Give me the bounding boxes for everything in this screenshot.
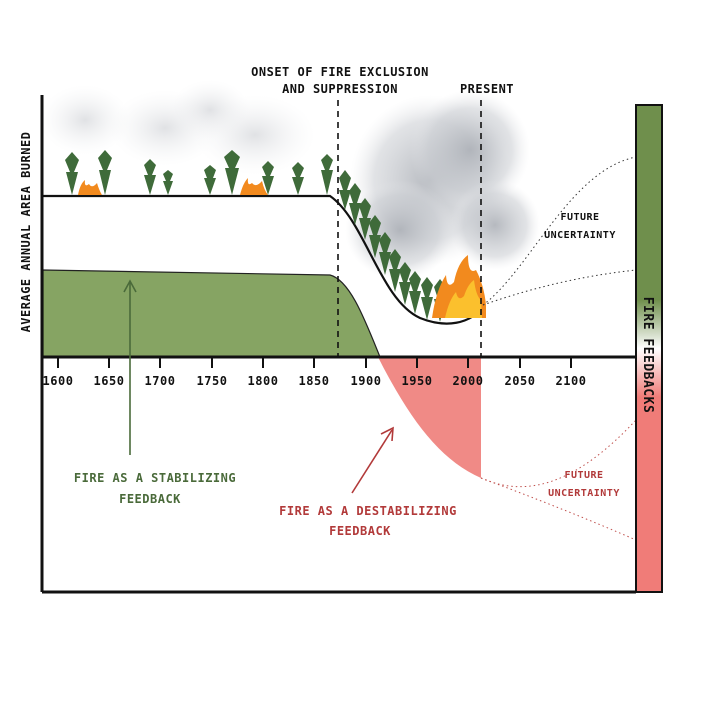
onset-label-line1: ONSET OF FIRE EXCLUSION <box>251 65 429 79</box>
tick-2000: 2000 <box>453 374 484 388</box>
stabilizing-label: FIRE AS A STABILIZING FEEDBACK <box>74 471 236 506</box>
diagram-frame <box>40 95 636 594</box>
tick-1700: 1700 <box>145 374 176 388</box>
present-smoke <box>345 90 540 280</box>
present-flames <box>432 255 486 318</box>
future-top-line2: UNCERTAINTY <box>544 230 616 241</box>
future-bottom-line2: UNCERTAINTY <box>548 488 620 499</box>
onset-annotation: ONSET OF FIRE EXCLUSION AND SUPPRESSION <box>251 65 429 96</box>
y-axis-label: AVERAGE ANNUAL AREA BURNED <box>19 132 33 333</box>
fire-feedback-bar <box>635 104 663 593</box>
historical-smoke <box>40 80 315 175</box>
stabilizing-arrow <box>123 279 137 455</box>
destabilizing-line2: FEEDBACK <box>329 524 391 538</box>
area-burned-curve <box>43 194 486 325</box>
stabilizing-area <box>42 269 381 358</box>
destabilizing-area <box>378 357 481 478</box>
onset-label-line2: AND SUPPRESSION <box>282 82 398 96</box>
future-uncertainty-top <box>482 156 637 306</box>
tick-1950: 1950 <box>402 374 433 388</box>
future-top-line1: FUTURE <box>560 212 599 223</box>
tick-2050: 2050 <box>505 374 536 388</box>
year-tick-labels: 1600 1650 1700 1750 1800 1850 1900 1950 … <box>43 374 587 388</box>
tick-2100: 2100 <box>556 374 587 388</box>
year-ticks <box>57 357 572 368</box>
stabilizing-line1: FIRE AS A STABILIZING <box>74 471 236 485</box>
tick-1650: 1650 <box>94 374 125 388</box>
tick-1750: 1750 <box>197 374 228 388</box>
tick-1800: 1800 <box>248 374 279 388</box>
destabilizing-label: FIRE AS A DESTABILIZING FEEDBACK <box>279 504 457 538</box>
destabilizing-arrow <box>351 426 394 494</box>
tick-1850: 1850 <box>299 374 330 388</box>
tick-1600: 1600 <box>43 374 74 388</box>
future-uncertainty-bottom <box>480 419 637 541</box>
destabilizing-line1: FIRE AS A DESTABILIZING <box>279 504 457 518</box>
future-uncertainty-top-label: FUTURE UNCERTAINTY <box>544 212 616 241</box>
future-bottom-line1: FUTURE <box>564 470 603 481</box>
fire-feedbacks-label: FIRE FEEDBACKS <box>640 297 655 414</box>
historical-trees <box>65 150 333 195</box>
future-uncertainty-bottom-label: FUTURE UNCERTAINTY <box>548 470 620 499</box>
historical-flames <box>78 178 268 195</box>
tick-1900: 1900 <box>351 374 382 388</box>
stabilizing-line2: FEEDBACK <box>119 492 181 506</box>
present-label: PRESENT <box>460 82 514 96</box>
